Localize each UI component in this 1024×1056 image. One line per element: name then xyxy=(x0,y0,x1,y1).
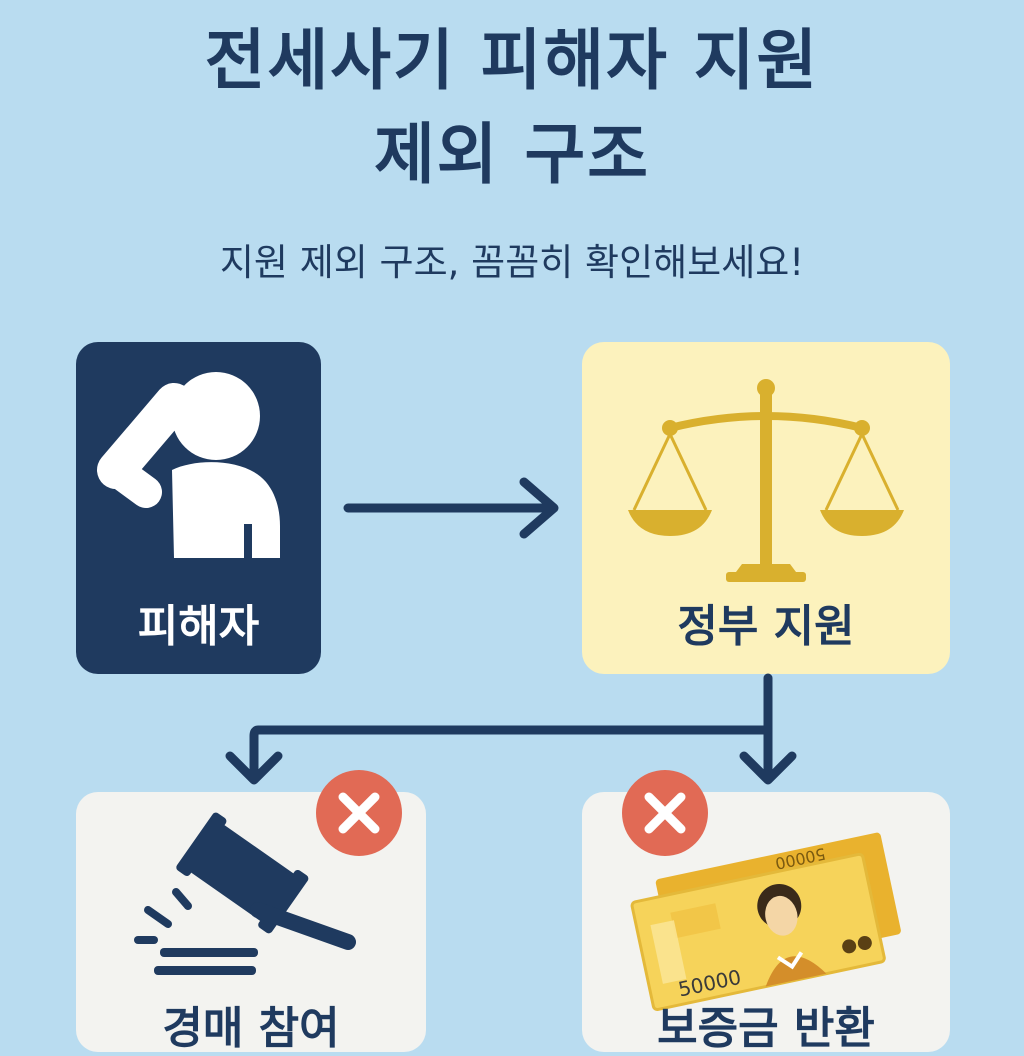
auction-reject-icon xyxy=(316,770,402,856)
page-title-line2: 제외 구조 xyxy=(374,116,650,193)
gavel-icon xyxy=(134,812,356,975)
victim-node: 피해자 xyxy=(76,342,321,674)
page-subtitle: 지원 제외 구조, 꼼꼼히 확인해보세요! xyxy=(219,241,805,284)
banknote-icon: 50000 50000 xyxy=(630,832,901,1012)
person-headache-icon xyxy=(97,372,280,558)
scales-icon xyxy=(628,379,904,582)
page-title-line1: 전세사기 피해자 지원 xyxy=(204,22,820,99)
deposit-return-label: 보증금 반환 xyxy=(657,1003,875,1054)
victim-label: 피해자 xyxy=(137,601,260,652)
government-support-label: 정부 지원 xyxy=(677,601,855,652)
deposit-reject-icon xyxy=(622,770,708,856)
auction-node: 경매 참여 xyxy=(76,792,426,1054)
government-support-node: 정부 지원 xyxy=(582,342,950,674)
auction-label: 경매 참여 xyxy=(162,1003,340,1054)
